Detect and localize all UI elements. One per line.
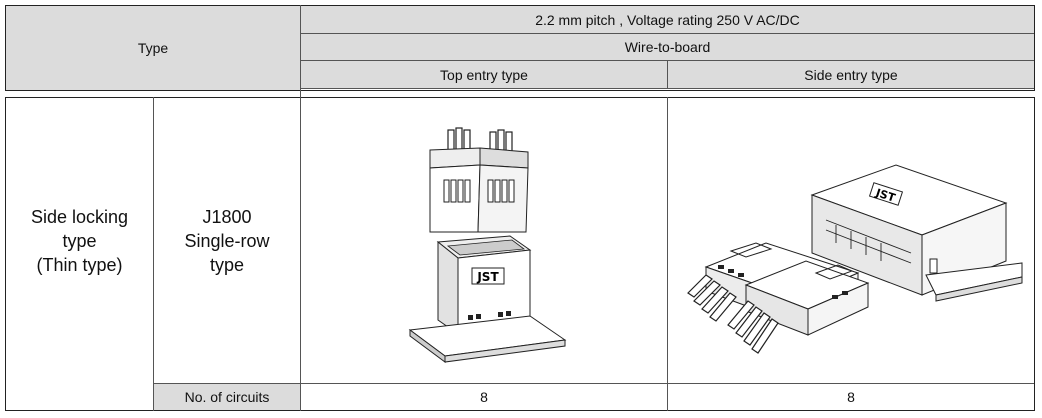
border-top: [6, 5, 1035, 6]
body-divider-2: [300, 97, 301, 411]
line-above-circuits: [154, 383, 1035, 384]
col-side-header-cell: [668, 61, 1034, 88]
model-line2: Single-row: [184, 230, 270, 251]
type-header-cell: [6, 6, 300, 90]
locking-type-cell: Side locking type (Thin type): [6, 98, 153, 383]
model-line1: J1800: [202, 206, 252, 227]
category-header-cell: [301, 34, 1034, 60]
body-divider-3: [667, 97, 668, 411]
border-left-head: [5, 5, 6, 91]
top-entry-connector-image: JST: [408, 127, 567, 363]
line-under-cols: [301, 88, 1035, 89]
header-bottom: [6, 90, 1035, 91]
spec-header-cell: [301, 6, 1034, 33]
model-cell: J1800 Single-row type: [154, 98, 300, 383]
col-divider-head: [667, 60, 668, 89]
col-top-header-cell: [301, 61, 667, 88]
head-divider: [300, 5, 301, 98]
side-entry-brand-mark: JST: [873, 186, 897, 205]
border-left-body: [5, 97, 6, 411]
line-under-spec: [301, 33, 1035, 34]
line-under-category: [301, 60, 1035, 61]
locking-type-line2: type: [62, 230, 97, 251]
body-divider-1: [153, 97, 154, 411]
circuits-side-value: 8: [847, 389, 855, 405]
circuits-top-value: 8: [480, 389, 488, 405]
spec-header: 2.2 mm pitch , Voltage rating 250 V AC/D…: [535, 11, 800, 28]
border-right-head: [1034, 5, 1035, 91]
circuits-label-cell: [154, 384, 300, 410]
border-right-body: [1034, 97, 1035, 411]
col-side-header: Side entry type: [804, 66, 898, 83]
col-top-header: Top entry type: [440, 66, 528, 83]
locking-type-line3: (Thin type): [36, 254, 123, 275]
border-bottom: [6, 410, 1035, 411]
model-line3: type: [209, 254, 245, 275]
locking-type-line1: Side locking: [30, 206, 129, 227]
top-entry-brand-mark: JST: [476, 270, 499, 284]
side-entry-connector-image: JST: [687, 164, 1023, 354]
circuits-label: No. of circuits: [184, 389, 270, 405]
category-header: Wire-to-board: [624, 39, 711, 55]
body-top: [6, 97, 1035, 98]
type-header: Type: [137, 40, 169, 56]
